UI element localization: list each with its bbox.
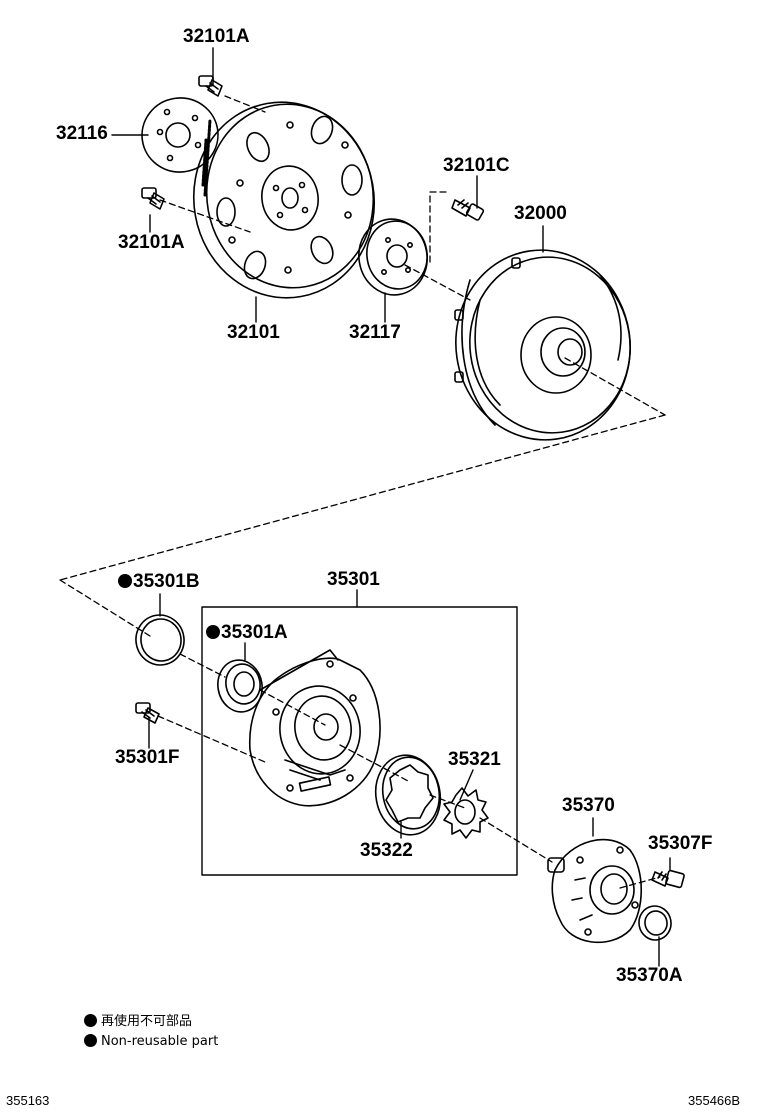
pump-body bbox=[248, 649, 381, 807]
driven-gear-35322 bbox=[374, 754, 442, 836]
bolt-32101C bbox=[451, 199, 485, 221]
label-35321: 35321 bbox=[448, 749, 501, 770]
label-35370: 35370 bbox=[562, 795, 615, 816]
spacer-32117 bbox=[358, 218, 428, 296]
ref-code-left: 355163 bbox=[6, 1093, 50, 1108]
legend-jp-text: 再使用不可部品 bbox=[101, 1014, 193, 1029]
alignment-lines bbox=[59, 95, 666, 889]
stator-shaft-35370 bbox=[547, 838, 643, 944]
oil-seal-35301A bbox=[217, 659, 263, 713]
label-32000: 32000 bbox=[514, 203, 567, 224]
drive-gear-35321 bbox=[443, 787, 489, 839]
label-32101A-top: 32101A bbox=[183, 26, 250, 47]
legend-en: Non-reusable part bbox=[84, 1034, 218, 1050]
non-reusable-bullet-icon bbox=[206, 625, 220, 639]
label-35301B: 35301B bbox=[118, 572, 200, 592]
bullet-icon bbox=[84, 1014, 97, 1027]
o-ring-35301B bbox=[135, 614, 185, 666]
label-35301: 35301 bbox=[327, 569, 380, 590]
leader-lines bbox=[111, 47, 671, 967]
bolt-32101A-left bbox=[141, 187, 165, 210]
torque-converter-32000 bbox=[454, 249, 631, 441]
seal-ring-35370A bbox=[638, 905, 672, 941]
label-35301A-text: 35301A bbox=[221, 622, 288, 643]
ref-code-right: 355466B bbox=[688, 1093, 741, 1108]
non-reusable-bullet-icon bbox=[118, 574, 132, 588]
label-32101: 32101 bbox=[227, 322, 280, 343]
spacer-32116 bbox=[141, 97, 219, 173]
bolt-32101A-top bbox=[198, 75, 223, 97]
label-35322: 35322 bbox=[360, 840, 413, 861]
bolt-35307F bbox=[651, 869, 685, 889]
label-35301A: 35301A bbox=[206, 623, 288, 643]
label-35301F: 35301F bbox=[115, 747, 180, 768]
legend-jp: 再使用不可部品 bbox=[84, 1014, 192, 1030]
legend-en-text: Non-reusable part bbox=[101, 1034, 219, 1049]
label-32101C: 32101C bbox=[443, 155, 510, 176]
bolt-35301F bbox=[135, 702, 160, 724]
group-box-35301 bbox=[201, 606, 518, 876]
label-32101A-left: 32101A bbox=[118, 232, 185, 253]
label-32117: 32117 bbox=[349, 322, 401, 343]
bullet-icon bbox=[84, 1034, 97, 1047]
label-35301B-text: 35301B bbox=[133, 571, 200, 592]
label-35307F: 35307F bbox=[648, 833, 713, 854]
drive-plate-32101 bbox=[192, 101, 376, 299]
label-32116: 32116 bbox=[56, 123, 108, 144]
label-35370A: 35370A bbox=[616, 965, 683, 986]
